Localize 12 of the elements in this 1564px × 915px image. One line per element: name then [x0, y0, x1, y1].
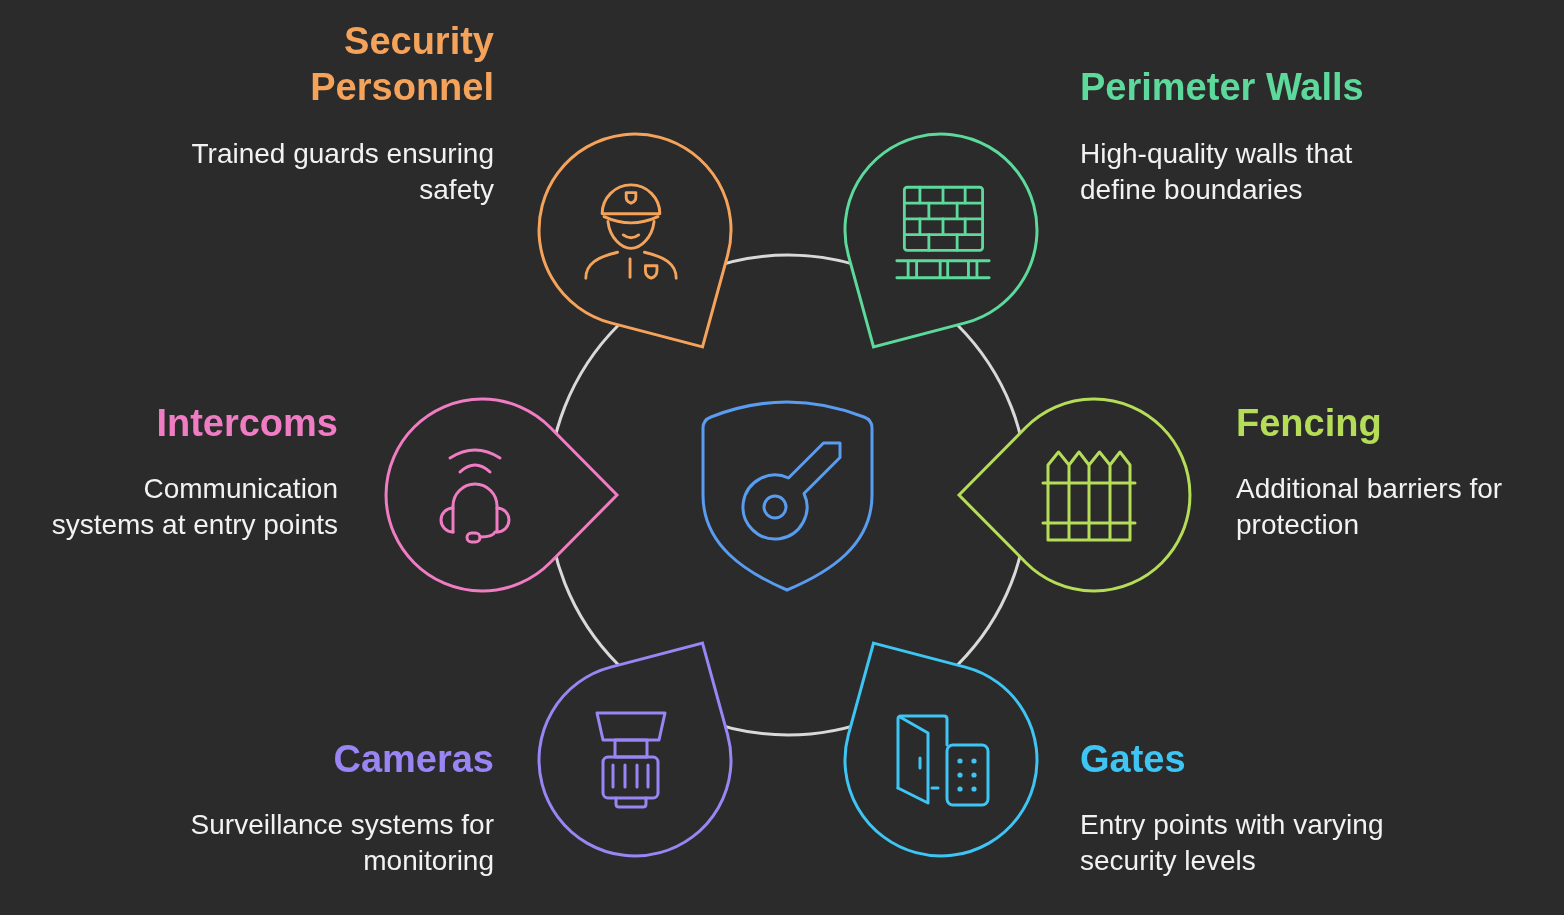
description-text: Trained guards ensuring safety [190, 137, 494, 207]
heading-text: Fencing [1236, 401, 1383, 446]
description-text: Entry points with varying security levels [1080, 808, 1385, 878]
description-text: High-quality walls that define boundaries [1080, 137, 1354, 207]
description-text: Surveillance systems for monitoring [189, 808, 494, 878]
description-text: Communication systems at entry points [50, 472, 338, 542]
heading-text: Intercoms [155, 401, 338, 446]
description-text: Additional barriers for protection [1236, 472, 1504, 542]
heading-text: Gates [1080, 737, 1187, 782]
heading-text: Perimeter Walls [1080, 65, 1365, 110]
heading-text: Cameras [332, 737, 494, 782]
heading-text: Security Personnel [309, 19, 494, 110]
